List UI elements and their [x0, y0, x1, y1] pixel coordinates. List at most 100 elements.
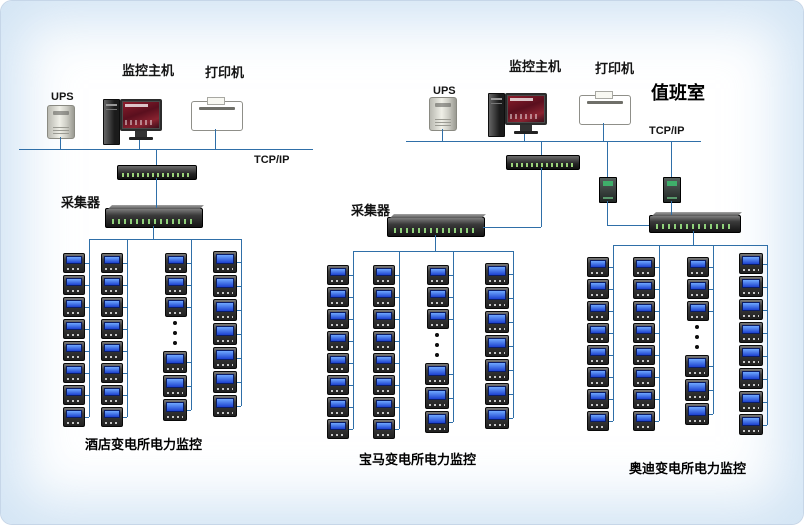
connector-line: [349, 341, 353, 342]
power-meter: [327, 397, 349, 417]
power-meter: [101, 253, 123, 273]
connector-line: [349, 275, 353, 276]
meter-screen: [430, 290, 446, 299]
meter-screen: [590, 282, 606, 291]
meter-screen: [376, 356, 392, 365]
connector-line: [395, 385, 399, 386]
power-meter: [425, 411, 449, 433]
connector-line: [709, 267, 713, 268]
power-meter: [587, 389, 609, 409]
connector-line: [655, 399, 659, 400]
ups-label-left: UPS: [51, 91, 74, 103]
connector-line: [123, 373, 127, 374]
connector-line: [671, 201, 672, 215]
connector-line: [609, 355, 613, 356]
connector-line: [123, 285, 127, 286]
meter-screen: [376, 268, 392, 277]
network-switch-left: [117, 165, 197, 180]
power-meter: [485, 263, 509, 285]
power-meter: [685, 403, 709, 425]
connector-line: [509, 274, 513, 275]
power-meter: [327, 353, 349, 373]
connector-line: [395, 341, 399, 342]
power-meter: [63, 253, 85, 273]
connector-line: [349, 319, 353, 320]
connector-line: [123, 395, 127, 396]
connector-line: [709, 311, 713, 312]
meter-screen: [688, 406, 706, 416]
power-meter: [633, 345, 655, 365]
meter-screen: [66, 410, 82, 419]
power-meter: [427, 287, 449, 307]
connector-line: [241, 239, 242, 406]
meter-screen: [216, 350, 234, 360]
connector-line: [215, 129, 216, 149]
meter-screen: [66, 300, 82, 309]
meter-screen: [104, 388, 120, 397]
power-meter: [485, 287, 509, 309]
printer-device-left: [191, 97, 243, 131]
ellipsis-dot: [435, 343, 439, 347]
meter-screen: [104, 366, 120, 375]
meter-screen: [104, 322, 120, 331]
power-meter: [373, 397, 395, 417]
connector-line: [395, 363, 399, 364]
power-meter: [63, 407, 85, 427]
meter-screen: [66, 344, 82, 353]
power-meter: [485, 335, 509, 357]
meter-screen: [376, 378, 392, 387]
meter-screen: [636, 414, 652, 423]
meter-screen: [488, 290, 506, 300]
meter-screen: [590, 348, 606, 357]
power-meter: [633, 367, 655, 387]
connector-line: [123, 351, 127, 352]
power-meter: [373, 353, 395, 373]
connector-line: [349, 385, 353, 386]
power-meter: [163, 399, 187, 421]
connector-line: [449, 422, 453, 423]
power-meter: [425, 387, 449, 409]
connector-line: [187, 386, 191, 387]
meter-screen: [376, 400, 392, 409]
computer-monitor-right: [505, 93, 547, 125]
connector-line: [85, 395, 89, 396]
meter-screen: [590, 370, 606, 379]
meter-screen: [104, 344, 120, 353]
connector-line: [613, 245, 767, 246]
connector-line: [123, 417, 127, 418]
power-meter: [101, 363, 123, 383]
power-meter: [587, 411, 609, 431]
connector-line: [541, 168, 542, 227]
connector-line: [509, 346, 513, 347]
power-meter: [425, 363, 449, 385]
power-meter: [101, 385, 123, 405]
power-meter: [63, 275, 85, 295]
meter-screen: [330, 268, 346, 277]
meter-screen: [166, 354, 184, 364]
connector-line: [156, 178, 157, 208]
connector-line: [655, 289, 659, 290]
meter-screen: [216, 302, 234, 312]
printer-label-right: 打印机: [595, 61, 635, 76]
connector-line: [609, 377, 613, 378]
meter-screen: [216, 374, 234, 384]
connector-line: [713, 245, 714, 414]
caption-audi: 奥迪变电所电力监控: [629, 461, 747, 476]
meter-screen: [168, 278, 184, 287]
meter-screen: [742, 394, 760, 403]
connector-line: [709, 366, 713, 367]
network-switch-right: [506, 155, 580, 170]
connector-line: [85, 285, 89, 286]
meter-screen: [66, 366, 82, 375]
meter-screen: [66, 278, 82, 287]
connector-line: [541, 141, 542, 155]
ellipsis-dot: [695, 345, 699, 349]
power-meter: [485, 407, 509, 429]
tcpip-label-right: TCP/IP: [649, 125, 685, 137]
caption-bmw: 宝马变电所电力监控: [359, 452, 477, 467]
ellipsis-dot: [435, 353, 439, 357]
power-meter: [63, 363, 85, 383]
power-meter: [739, 253, 763, 274]
meter-screen: [636, 392, 652, 401]
meter-screen: [742, 371, 760, 380]
